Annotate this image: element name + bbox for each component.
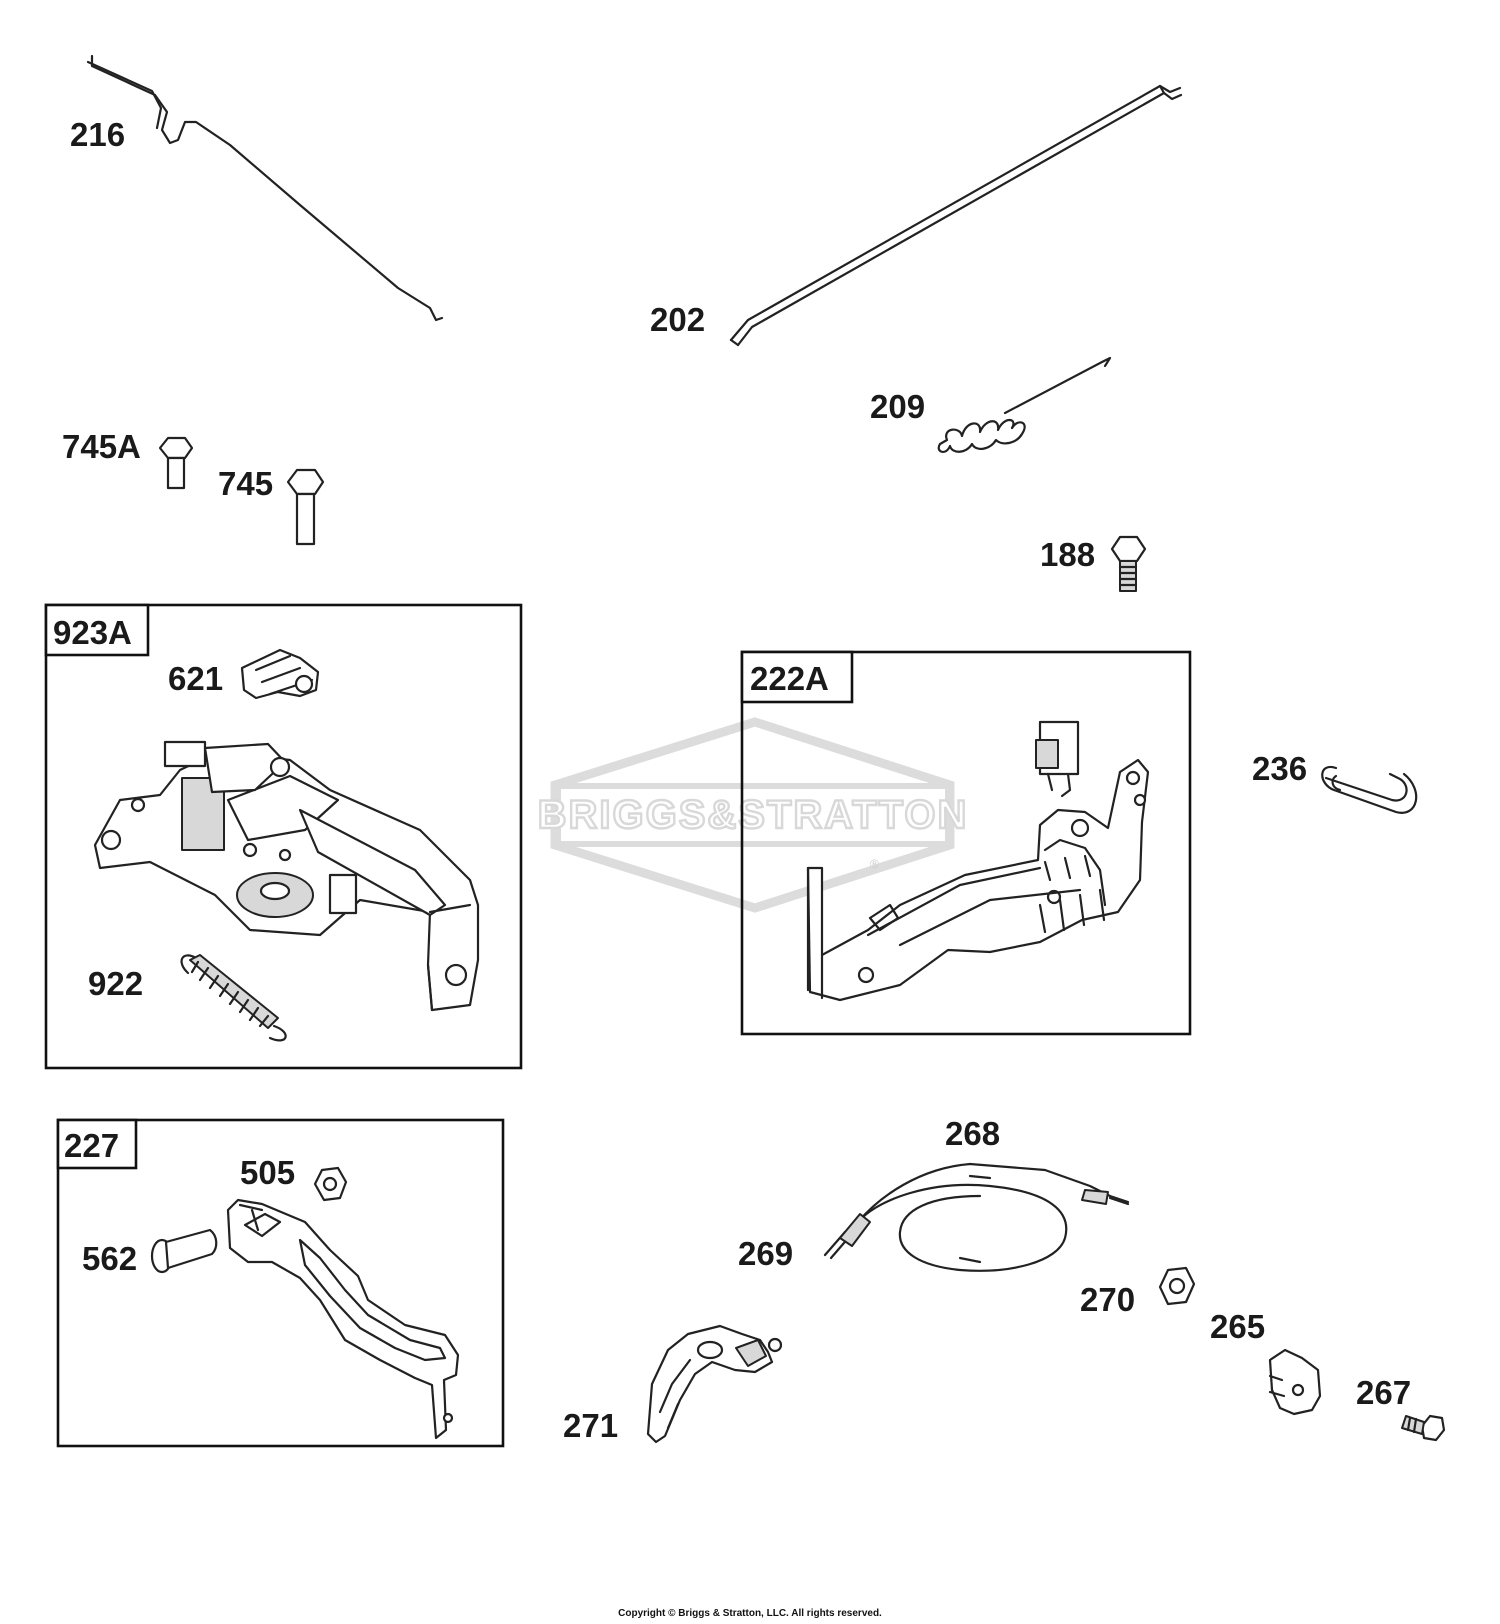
part-922-spring: 922 — [88, 954, 287, 1042]
label-209: 209 — [870, 388, 925, 425]
label-271: 271 — [563, 1407, 618, 1444]
part-209-governor-spring: 209 — [870, 356, 1112, 453]
label-923a: 923A — [53, 614, 132, 651]
part-271-throttle-lever: 271 — [563, 1324, 783, 1444]
label-621: 621 — [168, 660, 223, 697]
label-267: 267 — [1356, 1374, 1411, 1411]
copyright-notice: Copyright © Briggs & Stratton, LLC. All … — [618, 1608, 882, 1619]
part-268-governor-cable: 268 269 — [738, 1115, 1130, 1272]
part-control-bracket — [93, 740, 480, 1012]
watermark-logo: BRIGGS&STRATTON ® — [536, 717, 969, 913]
part-236-spring-link: 236 — [1252, 750, 1418, 814]
label-202: 202 — [650, 301, 705, 338]
label-265: 265 — [1210, 1308, 1265, 1345]
part-267-screw: 267 — [1356, 1374, 1446, 1442]
part-202-throttle-link: 202 — [650, 84, 1183, 347]
part-216-governor-link: 216 — [70, 54, 444, 322]
part-control-bracket-222a — [806, 758, 1150, 1002]
label-270: 270 — [1080, 1281, 1135, 1318]
part-505-nut: 505 — [240, 1154, 348, 1202]
group-222a-control-bracket: 222A — [740, 650, 1192, 1036]
label-505: 505 — [240, 1154, 295, 1191]
group-227-control-lever: 227 505 562 — [56, 1118, 505, 1448]
group-923a-control-assembly: 923A 621 — [44, 603, 523, 1070]
label-268: 268 — [945, 1115, 1000, 1152]
part-188-bolt: 188 — [1040, 535, 1147, 592]
part-265-cable-clamp: 265 — [1210, 1308, 1322, 1416]
label-222a: 222A — [750, 660, 829, 697]
label-216: 216 — [70, 116, 125, 153]
part-control-lever — [226, 1198, 460, 1440]
label-227: 227 — [64, 1127, 119, 1164]
part-745-bolt: 745 — [218, 465, 325, 546]
label-269: 269 — [738, 1235, 793, 1272]
label-236: 236 — [1252, 750, 1307, 787]
part-270-nut: 270 — [1080, 1266, 1196, 1318]
part-621-stop-switch: 621 — [168, 648, 320, 700]
label-745: 745 — [218, 465, 273, 502]
label-188: 188 — [1040, 536, 1095, 573]
part-745a-bolt: 745A — [62, 428, 194, 490]
part-562-shoulder-bolt: 562 — [82, 1228, 218, 1277]
label-562: 562 — [82, 1240, 137, 1277]
label-745a: 745A — [62, 428, 141, 465]
part-stop-switch-222a — [1035, 720, 1080, 798]
watermark-text: BRIGGS&STRATTON — [538, 793, 969, 837]
watermark-registered-mark: ® — [870, 857, 879, 871]
label-922: 922 — [88, 965, 143, 1002]
